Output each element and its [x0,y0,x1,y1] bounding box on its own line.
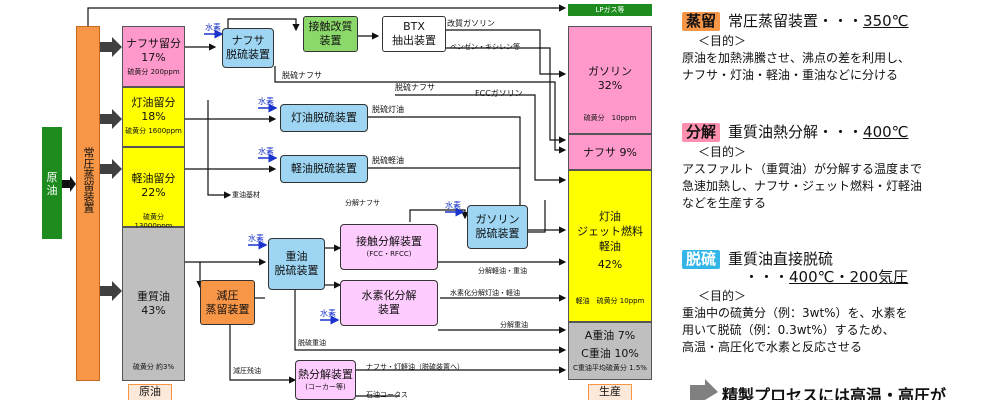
naphtha-hds-unit: ナフサ 脱硫装置 [222,28,274,68]
flow-label-fcc-gasoline: FCCガソリン [475,89,523,98]
btx-extraction-unit: BTX 抽出装置 [382,16,446,52]
tag-cracking: 分解 [682,123,721,142]
flow-label-heavy-base: 重油基材 [232,191,260,199]
product-middle-distillates: 灯油 ジェット燃料 軽油 42% 軽油 硫黄分 10ppm [568,170,652,322]
flow-label-desulf-naphtha: 脱硫ナフサ [282,71,322,80]
flow-label-cracked-naphtha: 分解ナフサ [345,199,380,207]
flow-label-desulf-kerosene: 脱硫灯油 [372,105,404,114]
gasoil-hds-unit: 軽油脱硫装置 [280,155,368,183]
product-naphtha: ナフサ 9% [568,134,652,170]
gasoil-fraction: 軽油留分 22% 硫黄分 13000ppm [122,147,185,230]
product-lpg: LPガス等 [568,4,652,16]
kerosene-hds-unit: 灯油脱硫装置 [280,104,368,132]
production-footer-label: 生産 [588,384,632,400]
hydrocracker-unit: 水素化分解 装置 [340,280,438,326]
flow-label-cracked-heavy: 分解重油 [500,321,528,329]
crude-footer-label: 原油 [128,384,172,400]
hydrogen-label: 水素 [258,97,274,106]
explain-distillation: 蒸留常圧蒸留装置・・・350℃ ＜目的＞ 原油を加熱沸騰させ、沸点の差を利用し、… [682,12,911,82]
hydrogen-label: 水素 [248,234,264,243]
flow-label-hc-kerosene: 水素化分解灯油・軽油 [450,289,520,297]
thermal-cracking-unit: 熱分解装置 (コーカー等) [295,360,356,400]
explain-desulfurization: 脱硫重質油直接脱硫 ・・・400℃・200気圧 ＜目的＞ 重油中の硫黄分（例：3… [682,250,909,354]
flow-label-desulf-heavy: 脱硫重油 [298,339,326,347]
tag-distillation: 蒸留 [682,12,721,31]
tag-desulfurization: 脱硫 [682,250,721,269]
flow-label-cracked-light: 分解軽油・重油 [478,267,527,275]
flow-label-reformate: 改質ガソリン [447,19,495,28]
hydrogen-label: 水素 [445,201,461,210]
flow-label-vac-resid: 減圧残油 [233,367,261,375]
catalytic-reformer-unit: 接触改質 装置 [303,16,358,52]
flow-label-thermal-out: ナフサ・灯軽油（脱硫装置へ） [366,363,464,371]
flow-label-coke: 石油コークス [366,391,408,399]
heavy-oil-fraction: 重質油 43% 硫黄分 約3% [122,227,185,381]
product-fuel-oil: A重油 7% C重油 10% C重油平均硫黄分 1.5% [568,322,652,380]
fcc-unit: 接触分解装置 (FCC・RFCC) [340,224,438,270]
naphtha-fraction: ナフサ留分 17% 硫黄分 200ppm [122,26,185,87]
conclusion-text: 精製プロセスには高温・高圧が [722,386,947,400]
hydrogen-label: 水素 [258,147,274,156]
explain-cracking: 分解重質油熱分解・・・400℃ ＜目的＞ アスファルト（重質油）が分解する温度ま… [682,123,923,210]
kerosene-fraction: 灯油留分 18% 硫黄分 1600ppm [122,87,185,147]
flow-label-benzene: ベンゼン・キシレン等 [450,43,520,51]
flow-label-desulf-gasoil: 脱硫軽油 [372,156,404,165]
hydrogen-label: 水素 [320,309,336,318]
atmospheric-distillation-unit: 常圧蒸留装置 [76,26,100,381]
hydrogen-label: 水素 [205,23,221,32]
flow-label-desulf-naphtha2: 脱硫ナフサ [395,83,435,92]
gasoline-hds-unit: ガソリン 脱硫装置 [467,205,528,249]
crude-oil-box: 原油 [42,127,62,239]
resid-hds-unit: 重油 脱硫装置 [268,238,325,290]
product-gasoline: ガソリン 32% 硫黄分 10ppm [568,26,652,134]
vacuum-distillation-unit: 減圧 蒸留装置 [200,280,255,325]
